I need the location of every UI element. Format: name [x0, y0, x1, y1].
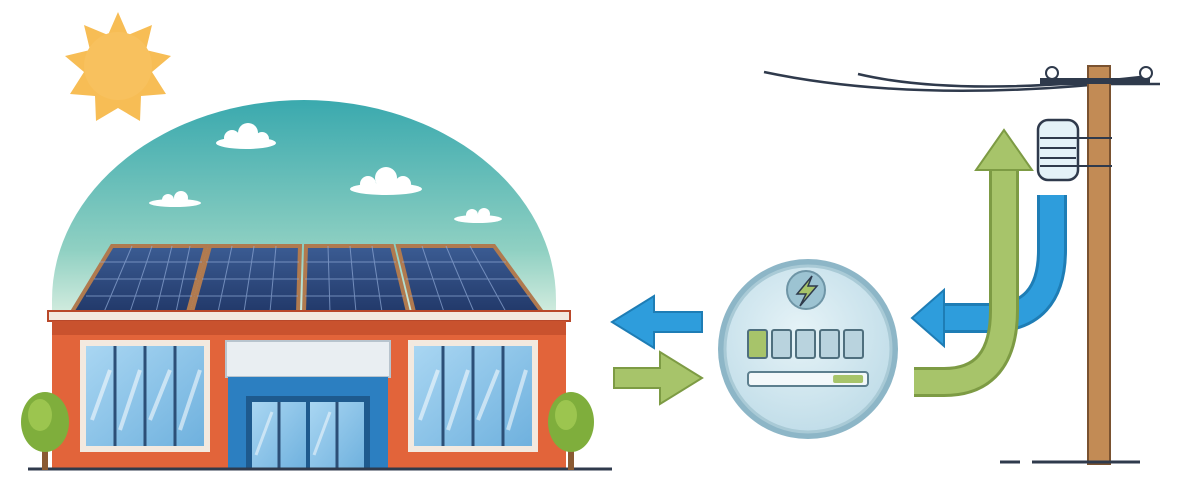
electric-meter	[718, 259, 898, 439]
building	[28, 310, 612, 471]
meter-display-segment	[795, 329, 816, 359]
transformer-icon	[1036, 118, 1112, 182]
meter-display-segment	[819, 329, 840, 359]
grid-import-arrow-icon	[914, 128, 1034, 397]
solar-panel	[301, 244, 411, 314]
tree-icon	[548, 392, 594, 470]
meter-level-fill	[833, 375, 864, 383]
solar-panel	[189, 244, 303, 314]
cloud-icon	[216, 123, 276, 149]
grid-export-arrow-icon	[910, 195, 1067, 349]
meter-display-segment	[771, 329, 792, 359]
meter-display-segment	[843, 329, 864, 359]
import-arrow-icon	[613, 350, 704, 406]
cloud-icon	[350, 167, 422, 195]
meter-display	[747, 329, 864, 359]
lightning-icon	[786, 270, 826, 310]
tree-icon	[21, 392, 69, 470]
solar-panel	[395, 244, 546, 314]
entrance-door	[225, 340, 391, 469]
cloud-icon	[454, 208, 502, 223]
export-arrow-icon	[610, 294, 703, 350]
solar-panel-array	[68, 244, 546, 314]
window	[408, 340, 538, 452]
meter-display-segment	[747, 329, 768, 359]
cloud-icon	[149, 191, 201, 207]
sun-icon	[65, 12, 171, 121]
window	[80, 340, 210, 452]
